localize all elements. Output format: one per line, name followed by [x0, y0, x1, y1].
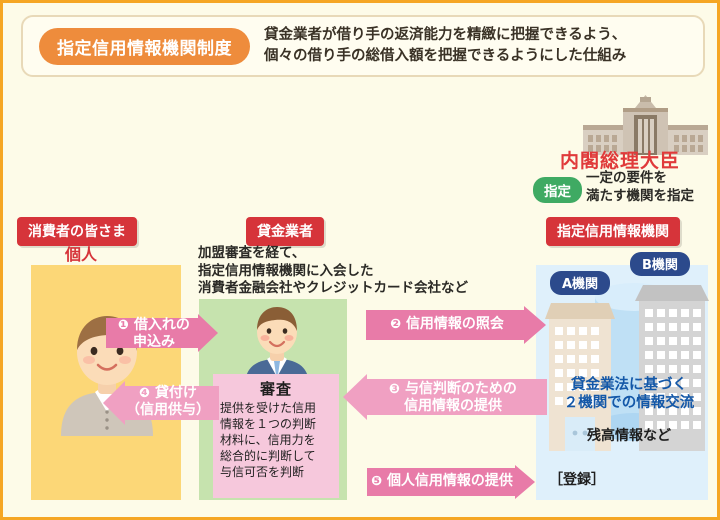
flow-arrow-5-line1: ❺ 個人信用情報の提供 [369, 473, 515, 490]
flow-arrow-2 [366, 306, 546, 344]
section-label-agency: 指定信用情報機関 [546, 217, 680, 246]
flow-arrow-4-label: ❹ 貸付け （信用供与） [121, 385, 215, 419]
flow-arrow-4 [103, 381, 219, 425]
header-description: 貸金業者が借り手の返済能力を精緻に把握できるよう、 個々の借り手の総借入額を把握… [264, 25, 626, 67]
flow-arrow-4-line2: （信用供与） [126, 402, 210, 419]
flow-arrow-1-line2: 申込み [133, 334, 175, 351]
flow-arrow-2-line1: ❷ 信用情報の照会 [369, 316, 525, 333]
designate-description-line1: 一定の要件を [586, 170, 667, 186]
flow-arrow-3-line2: 信用情報の提供 [404, 398, 502, 415]
review-box-line5: 与信可否を判断 [220, 464, 305, 479]
flow-arrow-5-label: ❺ 個人信用情報の提供 [369, 473, 515, 490]
flow-arrow-3-number: ❸ [389, 382, 401, 397]
agency-badge-a: A機関 [550, 271, 611, 295]
agency-badge-b: B機関 [630, 252, 690, 276]
flow-arrow-4-line1: ❹ 貸付け [121, 385, 215, 402]
prime-minister-title: 内閣総理大臣 [560, 150, 681, 172]
agency-note-black: 残高情報など [587, 428, 671, 444]
flow-arrow-5-number: ❺ [371, 474, 383, 489]
consumer-sub-label: 個人 [65, 245, 98, 264]
lender-description-line2: 指定信用情報機関に入会した [198, 262, 374, 279]
flow-arrow-2-text1: 信用情報の照会 [405, 316, 504, 332]
designate-description-line2: 満たす機関を指定 [586, 187, 694, 204]
flow-arrow-1-number: ❶ [118, 318, 130, 333]
flow-arrow-3-line1: ❸ 与信判断のための [367, 381, 539, 398]
lender-description-line1: 加盟審査を経て、 [198, 245, 306, 261]
flow-arrow-4-number: ❹ [139, 386, 151, 401]
flow-arrow-5 [367, 465, 535, 499]
flow-arrow-3 [343, 374, 547, 420]
agency-note-blue: 貸金業法に基づく ２機関での情報交流 [544, 377, 714, 413]
flow-arrow-4-text1: 貸付け [154, 385, 197, 401]
header-title-pill: 指定信用情報機関制度 [39, 27, 250, 65]
review-box-line2: 情報を１つの判断 [220, 416, 317, 431]
header-description-line1: 貸金業者が借り手の返済能力を精緻に把握できるよう、 [264, 26, 627, 43]
agency-note-blue-line1: 貸金業法に基づく [571, 377, 687, 393]
review-box-line4: 総合的に判断して [220, 448, 316, 463]
flow-arrow-1-text1: 借入れの [133, 317, 190, 333]
flow-arrow-2-number: ❷ [390, 317, 402, 332]
header-description-line2: 個々の借り手の総借入額を把握できるようにした仕組み [264, 48, 627, 64]
flow-arrow-2-label: ❷ 信用情報の照会 [369, 316, 525, 333]
review-box: 審査 提供を受けた信用 情報を１つの判断 材料に、信用力を 総合的に判断して 与… [213, 374, 339, 498]
review-box-line3: 材料に、信用力を [220, 432, 316, 447]
flow-arrow-3-text1: 与信判断のための [404, 381, 517, 397]
office-building-gray-icon [635, 285, 709, 451]
person-businessman-icon [245, 307, 309, 385]
agency-note-blue-line2: ２機関での情報交流 [563, 394, 695, 411]
designate-badge: 指定 [533, 177, 582, 203]
review-box-title: 審査 [259, 380, 292, 398]
flow-arrow-1-line1: ❶ 借入れの [108, 317, 200, 334]
section-label-consumer: 消費者の皆さま [17, 217, 137, 246]
agency-buildings-group [545, 283, 709, 451]
flow-arrow-5-text1: 個人信用情報の提供 [386, 473, 513, 489]
review-box-line1: 提供を受けた信用 [220, 401, 317, 415]
register-label: ［登録］ [549, 472, 605, 488]
designate-description: 一定の要件を 満たす機関を指定 [586, 170, 694, 206]
lender-description-line3: 消費者金融会社やクレジットカード会社など [198, 280, 468, 297]
diet-building-icon [583, 95, 708, 155]
flow-arrow-1-label: ❶ 借入れの 申込み [108, 317, 200, 351]
lender-description: 加盟審査を経て、 指定信用情報機関に入会した 消費者金融会社やクレジットカード会… [198, 245, 468, 298]
flow-arrow-1 [106, 314, 218, 352]
review-box-body: 提供を受けた信用 情報を１つの判断 材料に、信用力を 総合的に判断して 与信可否… [213, 399, 339, 481]
office-building-beige-icon [545, 303, 615, 451]
section-label-lender: 貸金業者 [246, 217, 324, 246]
flow-arrow-3-label: ❸ 与信判断のための 信用情報の提供 [367, 381, 539, 415]
header-card: 指定信用情報機関制度 貸金業者が借り手の返済能力を精緻に把握できるよう、 個々の… [21, 15, 705, 77]
